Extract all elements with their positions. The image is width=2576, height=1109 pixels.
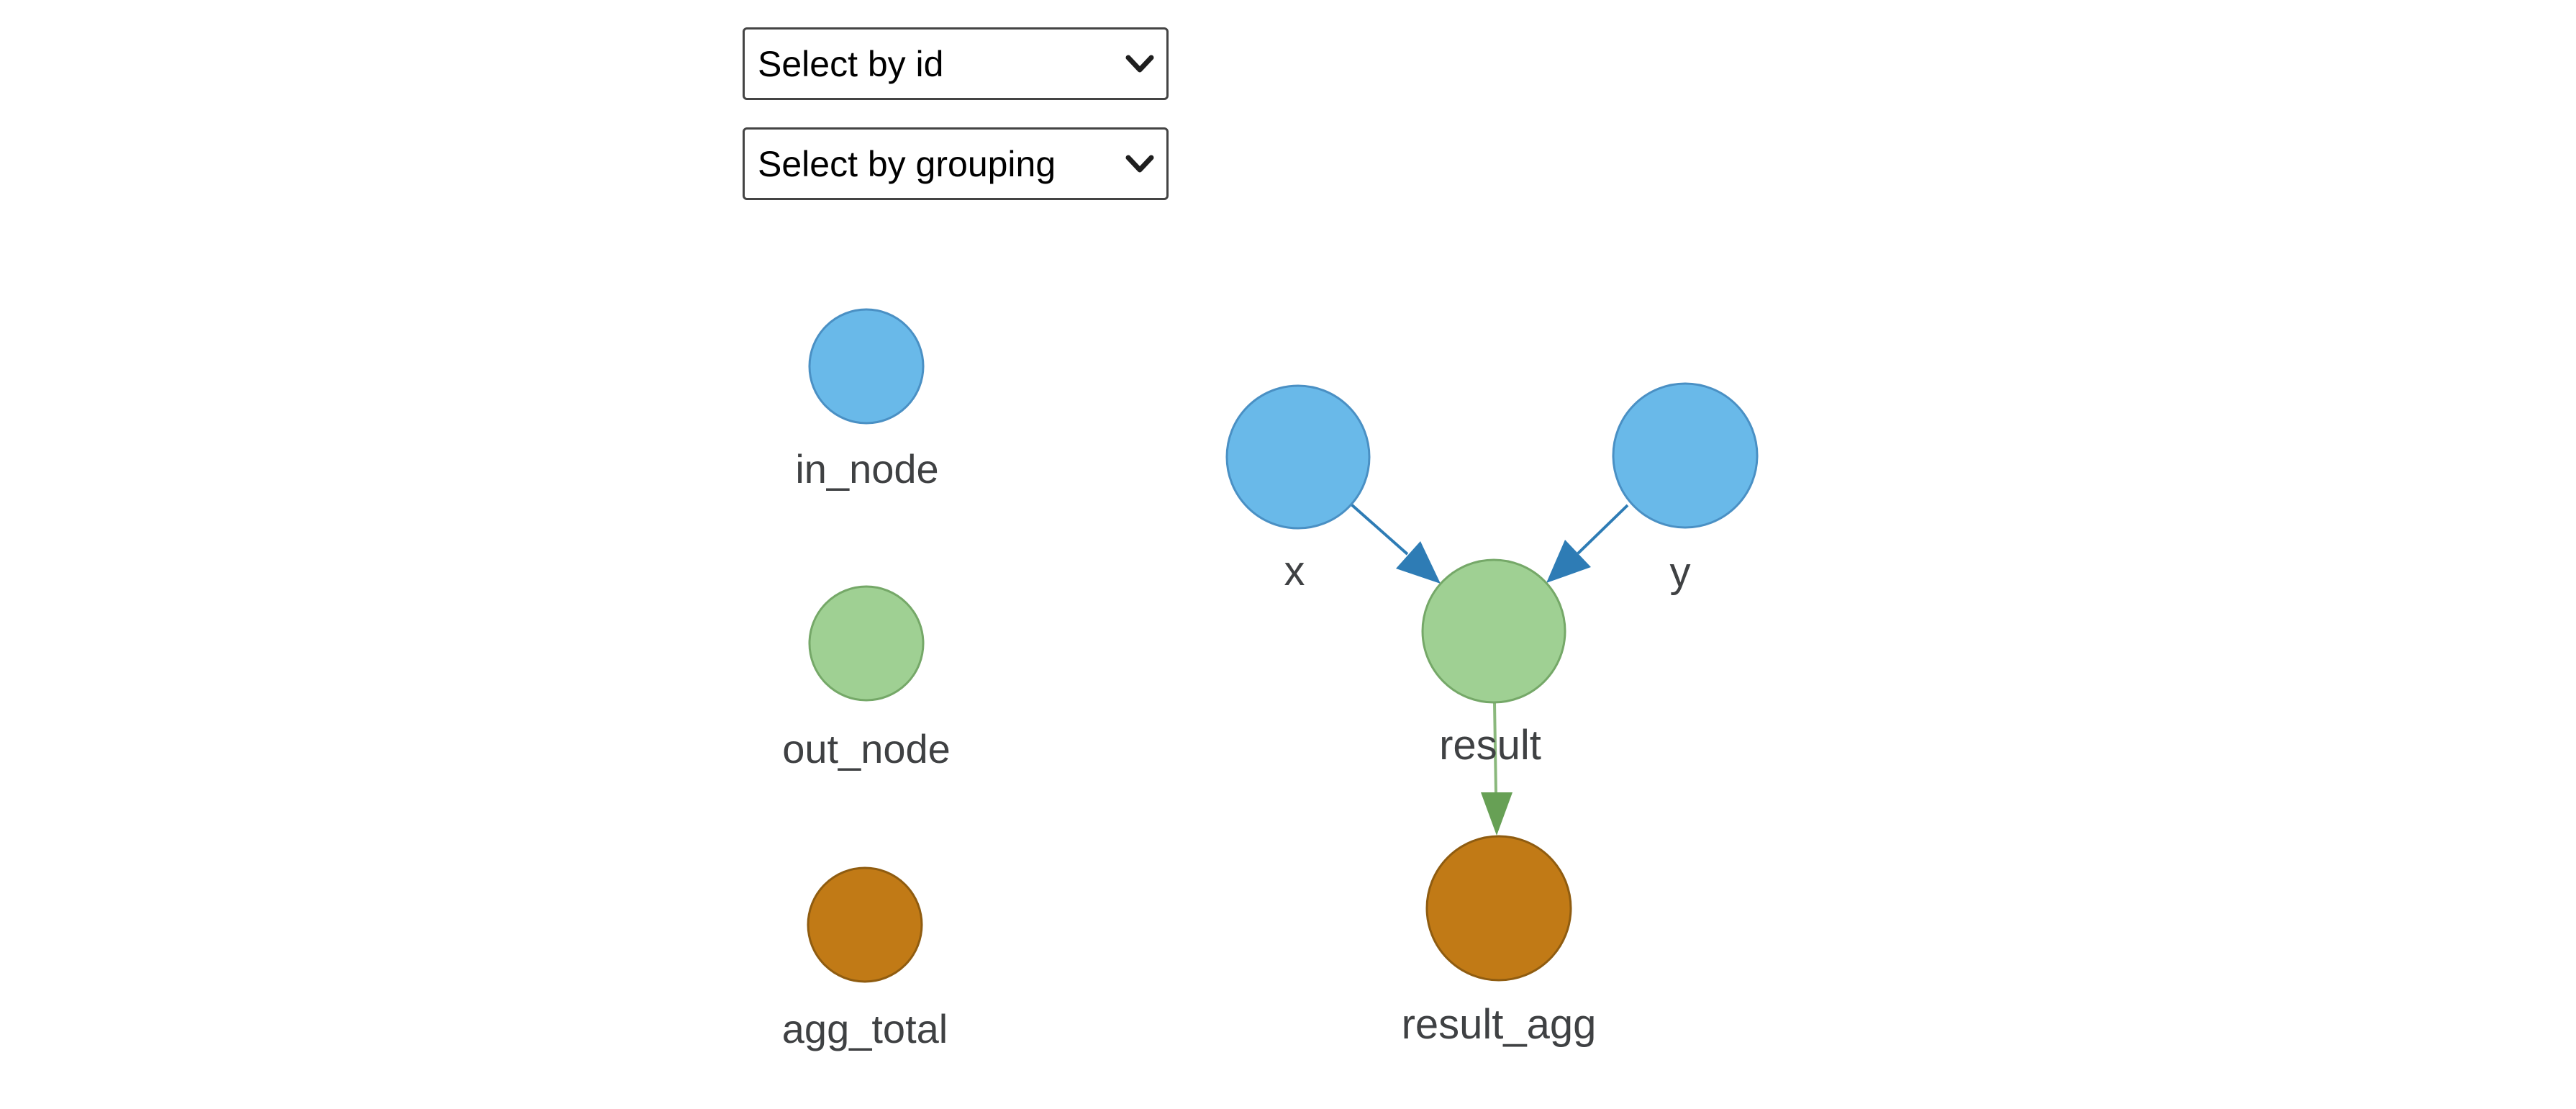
select-by-id-wrapper: Select by id bbox=[743, 27, 1169, 100]
legend-label-agg-total: agg_total bbox=[781, 1006, 948, 1051]
graph-node-label-y: y bbox=[1670, 549, 1691, 596]
legend-circle-agg-total bbox=[807, 866, 923, 983]
arrowhead-result-result-agg bbox=[1481, 792, 1513, 836]
graph-node-y[interactable] bbox=[1612, 382, 1759, 529]
legend-circle-in-node bbox=[808, 308, 925, 425]
select-by-grouping-wrapper: Select by grouping bbox=[743, 127, 1169, 200]
graph-node-x[interactable] bbox=[1225, 384, 1371, 530]
graph-node-result[interactable] bbox=[1421, 558, 1566, 704]
legend-label-in-node: in_node bbox=[795, 446, 939, 492]
edge-result-result-agg bbox=[1493, 702, 1497, 795]
select-by-id-dropdown[interactable]: Select by id bbox=[743, 27, 1169, 100]
graph-node-label-x: x bbox=[1284, 548, 1305, 594]
graph-node-result-agg[interactable] bbox=[1425, 835, 1572, 982]
graph-node-label-result-agg: result_agg bbox=[1402, 1001, 1597, 1048]
network-graph: x y result result_agg bbox=[1225, 382, 1759, 1048]
graph-node-label-result: result bbox=[1439, 722, 1541, 769]
edge-x-result bbox=[1350, 503, 1409, 556]
arrowhead-x-result bbox=[1396, 541, 1441, 584]
legend-circle-out-node bbox=[808, 585, 925, 702]
arrowhead-y-result bbox=[1546, 540, 1591, 583]
legend-label-out-node: out_node bbox=[782, 726, 951, 771]
select-by-grouping-dropdown[interactable]: Select by grouping bbox=[743, 127, 1169, 200]
edge-y-result bbox=[1577, 504, 1629, 555]
